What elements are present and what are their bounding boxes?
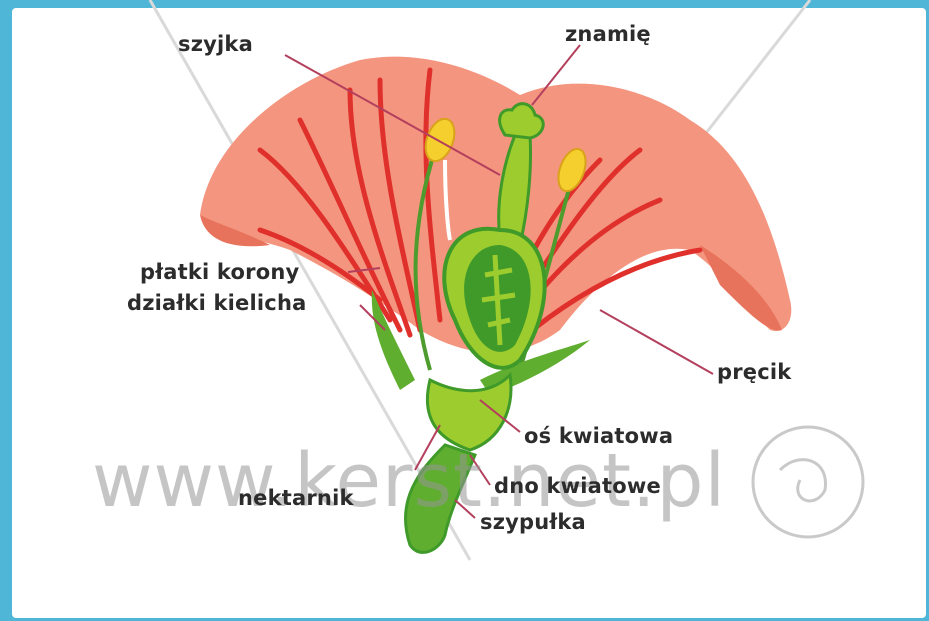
watermark-seal: [753, 427, 863, 537]
label-receptacle: dno kwiatowe: [494, 474, 661, 498]
label-petals: płatki korony: [140, 260, 299, 284]
label-receptacle-axis: oś kwiatowa: [524, 424, 673, 448]
label-nectary: nektarnik: [238, 486, 354, 510]
label-sepals: działki kielicha: [127, 291, 306, 315]
label-style: szyjka: [178, 32, 253, 56]
label-stamen: pręcik: [717, 360, 791, 384]
label-stigma: znamię: [565, 22, 651, 46]
label-pedicel: szypułka: [480, 510, 586, 534]
